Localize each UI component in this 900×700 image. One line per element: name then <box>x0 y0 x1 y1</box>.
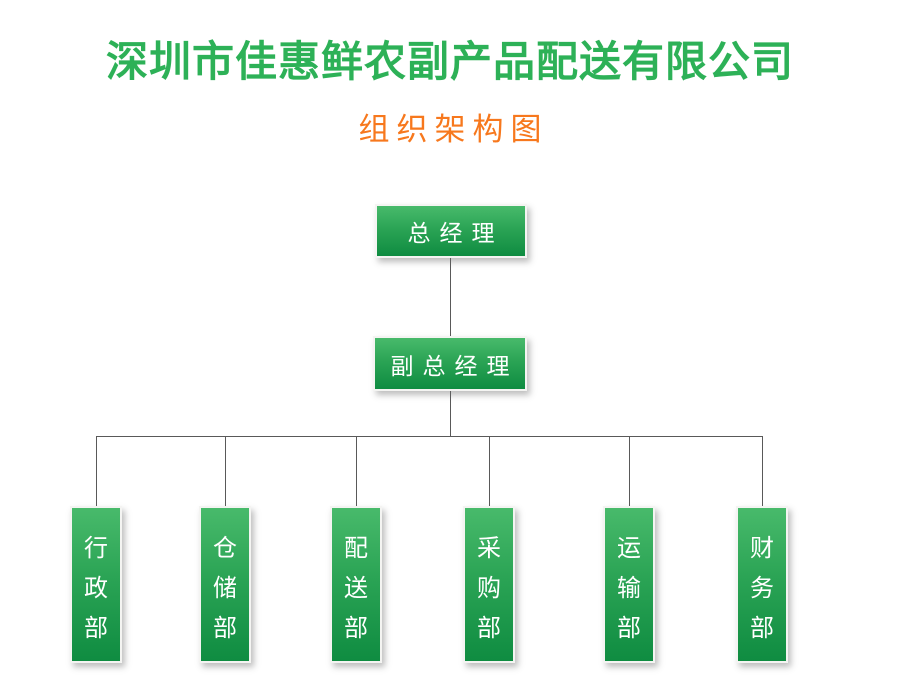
connector-line-horizontal-bus <box>96 436 762 437</box>
company-title: 深圳市佳惠鲜农副产品配送有限公司 <box>105 38 794 85</box>
connector-drop-transportation <box>629 436 630 506</box>
connector-line-deputy-bus <box>450 391 451 436</box>
org-box-purchasing-dept: 采购部 <box>463 506 515 663</box>
connector-drop-warehouse <box>225 436 226 506</box>
org-box-finance-dept: 财务部 <box>736 506 788 663</box>
org-box-general-manager: 总经理 <box>375 204 527 258</box>
org-box-label: 行政部 <box>84 534 108 642</box>
org-box-deputy-general-manager: 副总经理 <box>373 336 527 391</box>
connector-drop-finance <box>762 436 763 506</box>
org-box-label: 总经理 <box>407 220 504 246</box>
org-box-label: 采购部 <box>477 534 501 642</box>
org-box-label: 财务部 <box>750 534 774 642</box>
org-box-label: 配送部 <box>344 534 368 642</box>
org-box-administration-dept: 行政部 <box>70 506 122 663</box>
org-box-label: 仓储部 <box>213 534 237 642</box>
connector-line-root-deputy <box>450 258 451 336</box>
org-box-transportation-dept: 运输部 <box>603 506 655 663</box>
connector-drop-purchasing <box>489 436 490 506</box>
org-box-distribution-dept: 配送部 <box>330 506 382 663</box>
org-box-warehouse-dept: 仓储部 <box>199 506 251 663</box>
org-box-label: 副总经理 <box>390 352 519 379</box>
org-box-label: 运输部 <box>617 534 641 642</box>
page-subtitle: 组织架构图 <box>358 112 549 147</box>
connector-drop-administration <box>96 436 97 506</box>
connector-drop-distribution <box>356 436 357 506</box>
